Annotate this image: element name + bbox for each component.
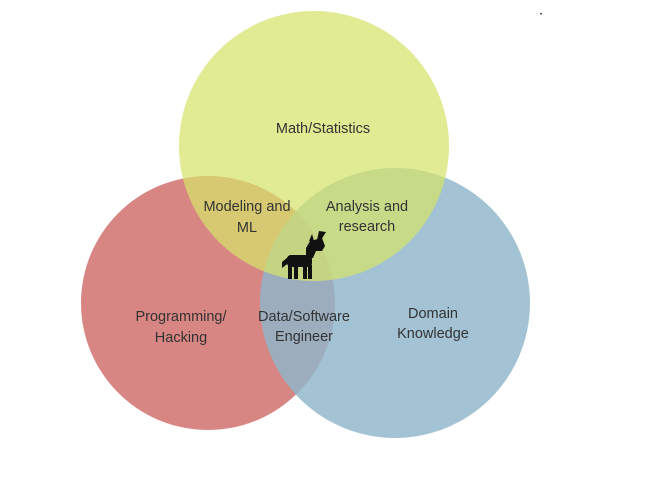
math-statistics-label: Math/Statistics bbox=[276, 121, 370, 137]
modeling-ml-label-line2: ML bbox=[237, 220, 257, 236]
data-software-engineer-label-line1: Data/Software bbox=[258, 309, 350, 325]
data-software-engineer-label-line2: Engineer bbox=[275, 329, 333, 345]
modeling-ml-label-line1: Modeling and bbox=[203, 199, 290, 215]
domain-knowledge-label-line2: Knowledge bbox=[397, 326, 469, 342]
stray-dot bbox=[540, 13, 542, 15]
math-circle bbox=[179, 11, 449, 281]
programming-hacking-label-line2: Hacking bbox=[155, 330, 207, 346]
programming-hacking-label-line1: Programming/ bbox=[135, 309, 227, 325]
analysis-research-label-line1: Analysis and bbox=[326, 199, 408, 215]
analysis-research-label-line2: research bbox=[339, 219, 395, 235]
unicorn-icon bbox=[282, 231, 326, 279]
domain-knowledge-label-line1: Domain bbox=[408, 306, 458, 322]
